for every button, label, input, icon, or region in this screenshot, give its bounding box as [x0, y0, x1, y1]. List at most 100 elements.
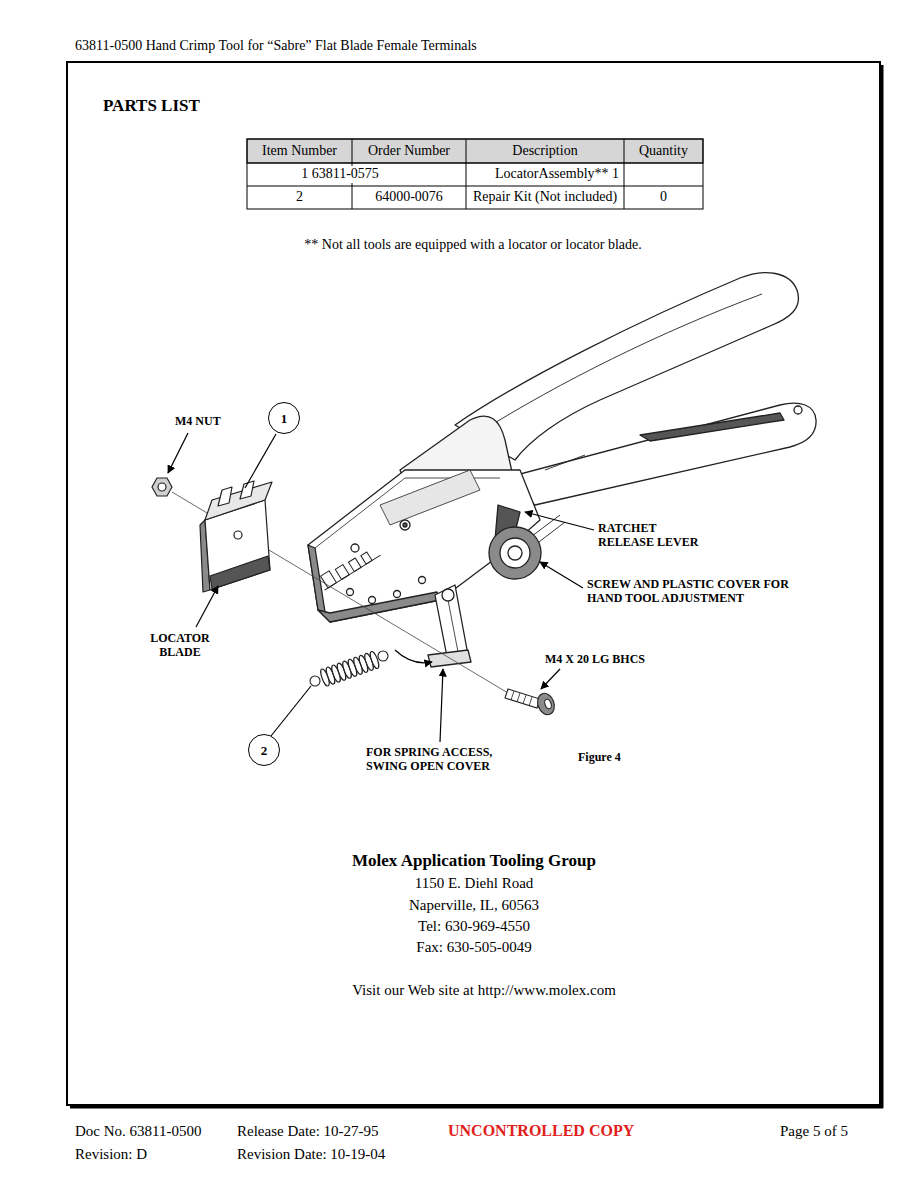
crimp-tool — [640, 413, 784, 441]
crimp-tool — [317, 543, 380, 590]
table-header: Order Number — [368, 143, 450, 160]
parts-table — [247, 139, 703, 209]
part-label: FOR SPRING ACCESS, SWING OPEN COVER — [366, 745, 511, 774]
table-header: Description — [512, 143, 577, 160]
spring — [310, 651, 388, 687]
callout-circle: 1 — [268, 402, 300, 434]
spring — [319, 668, 331, 687]
leader-lines — [168, 433, 188, 473]
table-cell: 1 63811-0575 — [299, 166, 381, 183]
address-line: Fax: 630-505-0049 — [416, 938, 531, 956]
web-address: Visit our Web site at http://www.molex.c… — [352, 981, 616, 999]
table-cell: Repair Kit (Not included) — [471, 189, 619, 206]
spring — [341, 660, 353, 679]
spring — [363, 652, 375, 671]
crimp-tool — [308, 470, 540, 622]
table-header: Quantity — [639, 143, 688, 160]
leader-lines — [168, 433, 594, 742]
leader-lines — [395, 650, 432, 663]
crimp-tool — [380, 470, 480, 525]
crimp-tool — [325, 555, 381, 590]
crimp-tool — [400, 520, 410, 530]
crimp-tool — [448, 600, 458, 652]
crimp-tool — [419, 577, 426, 584]
part-label: M4 X 20 LG BHCS — [545, 652, 645, 666]
footer-text: Doc No. 63811-0500 — [75, 1122, 202, 1140]
spring — [358, 654, 370, 673]
locator-blade — [200, 481, 272, 592]
crimp-tool — [335, 565, 349, 580]
part-label: M4 NUT — [175, 414, 221, 428]
m4-screw — [505, 689, 540, 708]
address-line: Tel: 630-969-4550 — [418, 917, 530, 935]
parts-table — [624, 139, 625, 209]
locator-blade — [210, 556, 270, 589]
locator-blade — [205, 482, 272, 520]
explode-line — [172, 492, 508, 693]
footnote: ** Not all tools are equipped with a loc… — [304, 237, 641, 254]
crimp-tool — [442, 589, 454, 601]
address-line: Naperville, IL, 60563 — [409, 896, 539, 914]
spring — [378, 651, 388, 661]
m4-nut — [152, 478, 172, 496]
page-header: 63811-0500 Hand Crimp Tool for “Sabre” F… — [75, 38, 477, 55]
table-cell: 0 — [660, 189, 667, 206]
table-cell: 64000-0076 — [375, 189, 443, 206]
parts-table — [247, 163, 703, 164]
leader-lines — [541, 669, 560, 689]
callout-number: 1 — [281, 412, 288, 425]
table-cell: LocatorAssembly** 1 — [493, 166, 621, 183]
m4-screw — [543, 698, 552, 709]
m4-screw — [505, 689, 557, 717]
page-frame — [70, 1106, 883, 1109]
crimp-tool — [500, 455, 585, 568]
crimp-tool — [369, 597, 376, 604]
locator-blade — [218, 487, 232, 506]
part-label: RATCHET RELEASE LEVER — [598, 521, 708, 550]
m4-screw — [511, 691, 532, 706]
footer-text: Page 5 of 5 — [780, 1122, 848, 1140]
crimp-tool — [394, 591, 401, 598]
crimp-tool — [348, 558, 361, 572]
parts-table — [466, 139, 467, 209]
callout-number: 2 — [261, 744, 268, 757]
spring — [325, 666, 337, 685]
crimp-tool — [347, 589, 354, 596]
crimp-tool — [508, 546, 522, 560]
callout-circle: 2 — [248, 734, 280, 766]
part-label: LOCATOR BLADE — [138, 631, 223, 660]
leader-lines — [525, 512, 594, 530]
leader-lines — [540, 562, 583, 588]
crimp-tool — [308, 273, 816, 667]
parts-table — [247, 139, 703, 209]
crimp-tool — [489, 527, 541, 579]
table-cell: 2 — [296, 189, 303, 206]
footer-text: Revision: D — [75, 1145, 147, 1163]
part-label: SCREW AND PLASTIC COVER FOR HAND TOOL AD… — [587, 577, 807, 606]
crimp-tool — [505, 403, 816, 505]
spring — [347, 658, 359, 677]
section-title: PARTS LIST — [103, 96, 200, 116]
figure-label: Figure 4 — [578, 750, 621, 764]
parts-table — [247, 186, 703, 187]
footer-text: Release Date: 10-27-95 — [237, 1122, 379, 1140]
crimp-tool — [480, 294, 762, 432]
address-line: 1150 E. Diehl Road — [415, 874, 534, 892]
spring — [352, 656, 364, 675]
m4-nut — [152, 478, 172, 496]
watermark-stamp: UNCONTROLLED COPY — [448, 1121, 634, 1140]
m4-screw — [535, 691, 558, 717]
parts-table — [247, 139, 703, 163]
crimp-tool — [351, 544, 359, 552]
footer-text: Revision Date: 10-19-04 — [237, 1145, 385, 1163]
crimp-tool — [428, 650, 471, 667]
leader-lines — [196, 586, 218, 627]
page-frame — [881, 65, 884, 1108]
crimp-tool — [318, 592, 440, 622]
crimp-tool — [794, 406, 802, 414]
table-header: Item Number — [262, 143, 337, 160]
spring — [310, 676, 320, 686]
spring — [336, 662, 348, 681]
